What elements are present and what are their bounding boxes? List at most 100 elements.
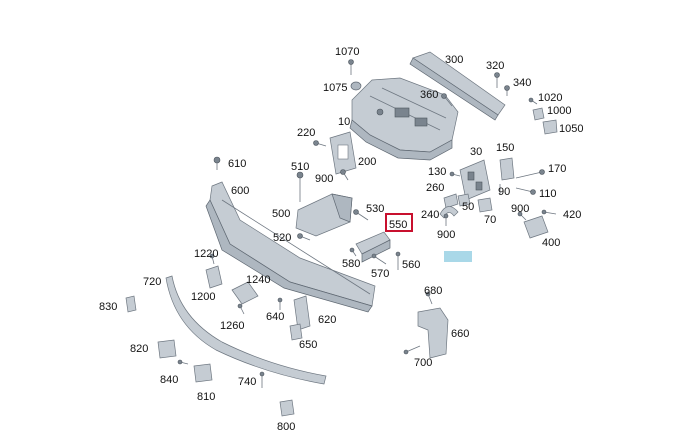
part-1000-bracket[interactable] <box>532 107 545 121</box>
part-240-bracket[interactable] <box>439 206 459 219</box>
part-50-clip[interactable] <box>457 193 471 207</box>
callout-610[interactable]: 610 <box>228 158 246 170</box>
callout-1240[interactable]: 1240 <box>246 274 270 286</box>
callout-1070[interactable]: 1070 <box>335 46 359 58</box>
callout-650[interactable]: 650 <box>299 339 317 351</box>
callout-1075[interactable]: 1075 <box>323 82 347 94</box>
part-740-bolt[interactable] <box>259 371 265 388</box>
callout-300[interactable]: 300 <box>445 54 463 66</box>
part-1200-bracket[interactable] <box>205 265 223 289</box>
part-900b-bolt[interactable] <box>517 211 527 221</box>
callout-900a[interactable]: 900 <box>315 173 333 185</box>
callout-500[interactable]: 500 <box>272 208 290 220</box>
part-520-bolt[interactable] <box>297 233 311 241</box>
part-1220-clip[interactable] <box>209 253 215 265</box>
callout-810[interactable]: 810 <box>197 391 215 403</box>
callout-660[interactable]: 660 <box>451 328 469 340</box>
part-1075-nut[interactable] <box>350 81 362 91</box>
callout-740[interactable]: 740 <box>238 376 256 388</box>
callout-10[interactable]: 10 <box>338 116 350 128</box>
part-10-carrier[interactable] <box>349 77 459 161</box>
callout-320[interactable]: 320 <box>486 60 504 72</box>
part-840-clip[interactable] <box>177 359 189 365</box>
part-550-absorber[interactable] <box>355 231 391 263</box>
callout-620[interactable]: 620 <box>318 314 336 326</box>
part-1260-clip[interactable] <box>237 303 245 315</box>
callout-520[interactable]: 520 <box>273 232 291 244</box>
part-820-bracket[interactable] <box>157 339 177 359</box>
callout-680[interactable]: 680 <box>424 285 442 297</box>
callout-200[interactable]: 200 <box>358 156 376 168</box>
part-560-bolt[interactable] <box>395 251 401 270</box>
callout-340[interactable]: 340 <box>513 77 531 89</box>
part-150-bracket[interactable] <box>499 157 515 181</box>
part-900a-bolt[interactable] <box>340 169 349 181</box>
callout-570[interactable]: 570 <box>371 268 389 280</box>
part-610-bolt[interactable] <box>213 156 221 170</box>
part-1020-clip[interactable] <box>528 97 538 105</box>
part-650-bracket[interactable] <box>289 323 303 341</box>
callout-1260[interactable]: 1260 <box>220 320 244 332</box>
part-660-bracket[interactable] <box>417 307 449 359</box>
callout-840[interactable]: 840 <box>160 374 178 386</box>
callout-800[interactable]: 800 <box>277 421 295 433</box>
part-360-bolt[interactable] <box>441 93 453 107</box>
callout-360[interactable]: 360 <box>420 89 438 101</box>
part-260-clip[interactable] <box>443 193 459 209</box>
callout-220[interactable]: 220 <box>297 127 315 139</box>
part-580-bolt[interactable] <box>349 247 357 257</box>
callout-900b[interactable]: 900 <box>511 203 529 215</box>
callout-170[interactable]: 170 <box>548 163 566 175</box>
callout-1220[interactable]: 1220 <box>194 248 218 260</box>
callout-1000[interactable]: 1000 <box>547 105 571 117</box>
callout-110[interactable]: 110 <box>539 188 557 200</box>
part-200-bracket[interactable] <box>329 131 357 175</box>
part-30-bracket[interactable] <box>459 159 491 201</box>
callout-50[interactable]: 50 <box>462 201 474 213</box>
part-620-bracket[interactable] <box>293 295 311 331</box>
part-1070-bolt[interactable] <box>348 59 354 76</box>
part-110-bolt[interactable] <box>515 187 536 195</box>
callout-900c[interactable]: 900 <box>437 229 455 241</box>
part-680-bolt[interactable] <box>425 291 433 305</box>
callout-720[interactable]: 720 <box>143 276 161 288</box>
callout-600[interactable]: 600 <box>231 185 249 197</box>
part-400-bracket[interactable] <box>523 215 549 239</box>
callout-90[interactable]: 90 <box>498 186 510 198</box>
part-530-bolt[interactable] <box>353 209 369 221</box>
callout-820[interactable]: 820 <box>130 343 148 355</box>
callout-30[interactable]: 30 <box>470 146 482 158</box>
callout-700[interactable]: 700 <box>414 357 432 369</box>
part-510-bolt[interactable] <box>296 171 304 202</box>
callout-510[interactable]: 510 <box>291 161 309 173</box>
callout-830[interactable]: 830 <box>99 301 117 313</box>
part-500-crashbox[interactable] <box>295 193 353 237</box>
part-600-bumper-beam[interactable] <box>205 181 376 313</box>
callout-1200[interactable]: 1200 <box>191 291 215 303</box>
callout-530[interactable]: 530 <box>366 203 384 215</box>
part-720-trim-strip[interactable] <box>165 275 327 385</box>
part-700-bolt[interactable] <box>403 345 421 355</box>
part-810-bracket[interactable] <box>193 363 213 383</box>
part-1240-bracket[interactable] <box>231 281 259 305</box>
part-220-bolt[interactable] <box>313 140 327 147</box>
callout-130[interactable]: 130 <box>428 166 446 178</box>
part-320-bolt[interactable] <box>494 72 500 89</box>
callout-420[interactable]: 420 <box>563 209 581 221</box>
callout-1050[interactable]: 1050 <box>559 123 583 135</box>
part-420-clip[interactable] <box>541 209 557 215</box>
part-340-bolt[interactable] <box>504 85 510 97</box>
part-900c-bolt[interactable] <box>443 213 449 226</box>
callout-70[interactable]: 70 <box>484 214 496 226</box>
part-570-bolt[interactable] <box>371 253 387 265</box>
part-800-bracket[interactable] <box>279 399 295 417</box>
callout-260[interactable]: 260 <box>426 182 444 194</box>
callout-550[interactable]: 550 <box>389 219 407 231</box>
part-830-bracket[interactable] <box>125 295 137 313</box>
part-70-clip[interactable] <box>477 197 493 213</box>
callout-150[interactable]: 150 <box>496 142 514 154</box>
part-1050-bracket[interactable] <box>542 119 558 135</box>
part-640-bolt[interactable] <box>277 297 283 310</box>
callout-400[interactable]: 400 <box>542 237 560 249</box>
part-170-bolt[interactable] <box>515 169 545 179</box>
